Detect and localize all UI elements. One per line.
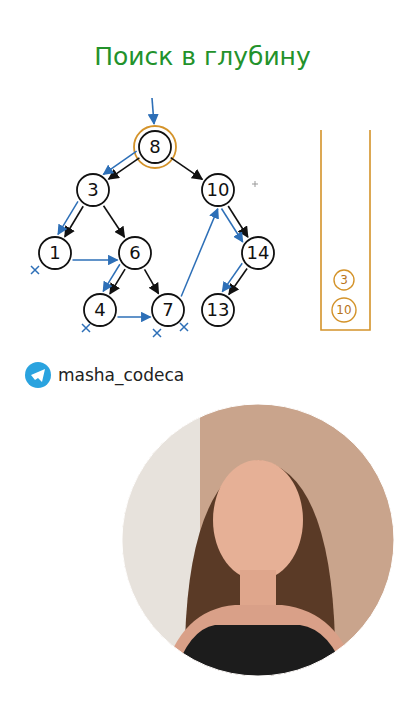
- traversal-arrow: [103, 264, 120, 291]
- tree-node: 4: [83, 293, 117, 327]
- node-value: 6: [129, 244, 140, 262]
- tree-node: 8: [138, 130, 172, 164]
- node-value: 1: [49, 244, 60, 262]
- node-circle: [334, 270, 354, 290]
- current-marker: [134, 126, 176, 168]
- presenter-video: [120, 400, 400, 690]
- node-circle: [84, 294, 116, 326]
- video-frame: [122, 404, 394, 676]
- node-circle: [332, 298, 356, 322]
- node-circle: [202, 174, 234, 206]
- tree-node: 13: [201, 293, 235, 327]
- tree-edge: [104, 206, 125, 237]
- visited-crosses: [31, 266, 188, 337]
- node-value: 3: [340, 274, 348, 286]
- node-value: 10: [336, 304, 351, 316]
- cross-mark: [180, 323, 188, 331]
- node-value: 7: [162, 301, 173, 319]
- tree-node: 1: [38, 236, 72, 270]
- tree-edge: [229, 269, 247, 295]
- node-value: 3: [87, 181, 98, 199]
- node-circle: [242, 237, 274, 269]
- traversal-arrow: [117, 316, 150, 318]
- tree-edge: [109, 158, 140, 179]
- shoulders: [160, 605, 360, 690]
- cross-mark: [31, 266, 39, 274]
- cross-mark: [82, 324, 90, 332]
- node-circle: [77, 174, 109, 206]
- face: [213, 460, 303, 580]
- stack-item: 3: [333, 269, 355, 291]
- tree-edge: [110, 269, 125, 294]
- tree-node: 10: [201, 173, 235, 207]
- tree-edge: [171, 158, 203, 180]
- node-circle: [139, 131, 171, 163]
- traversal-arrow: [72, 259, 117, 261]
- telegram-plane: [31, 369, 45, 382]
- tree-node: 3: [76, 173, 110, 207]
- tree-edge: [65, 206, 83, 236]
- node-value: 4: [94, 301, 105, 319]
- traversal-arrow: [58, 201, 78, 234]
- tree-node: 14: [241, 236, 275, 270]
- node-value: 13: [207, 301, 230, 319]
- node-value: 14: [247, 244, 270, 262]
- tree-node: 7: [151, 293, 185, 327]
- stack-item: 10: [331, 297, 357, 323]
- neck: [240, 570, 276, 610]
- tree-edge: [228, 206, 248, 237]
- node-circle: [152, 294, 184, 326]
- traversal-arrow: [222, 263, 242, 291]
- cross-mark: [153, 329, 161, 337]
- entry-arrow: [152, 98, 154, 124]
- tree-edge: [145, 269, 159, 293]
- node-value: 10: [207, 181, 230, 199]
- top: [170, 625, 350, 690]
- node-value: 8: [149, 138, 160, 156]
- tree-node: 6: [118, 236, 152, 270]
- title: Поиск в глубину: [0, 42, 405, 71]
- traversal-arrow: [103, 151, 136, 174]
- node-circle: [39, 237, 71, 269]
- channel-name: masha_codeca: [58, 365, 184, 385]
- stack-outline: [321, 130, 370, 330]
- telegram-icon: [25, 362, 51, 388]
- traversal-arrow: [181, 209, 218, 297]
- plus-mark: [252, 181, 258, 187]
- traversal-arrow: [221, 209, 242, 242]
- node-circle: [202, 294, 234, 326]
- node-circle: [119, 237, 151, 269]
